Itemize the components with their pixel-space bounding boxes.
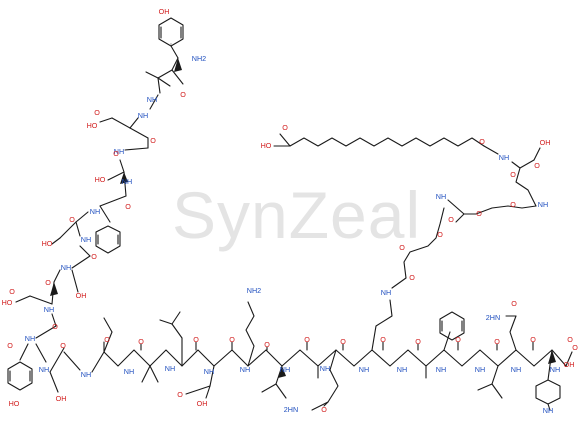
atom-label-nh2-gln2: 2HN (486, 313, 500, 322)
atom-label-o-thr2: O (91, 252, 97, 261)
atom-label-oh-tyr2: HO (9, 399, 20, 408)
atom-label-o-ala2: O (455, 335, 461, 344)
atom-label-o-phe1: O (69, 215, 75, 224)
atom-label-oh-asp2: OH (197, 399, 208, 408)
atom-label-nh-23: NH (550, 365, 560, 374)
atom-label-o-aib2: O (138, 337, 144, 346)
atom-label-o-peg2-b: O (510, 200, 516, 209)
atom-label-nh-13: NH (165, 364, 175, 373)
atom-label-nh-17: NH (320, 364, 330, 373)
atom-label-o-peg1-a: O (399, 243, 405, 252)
atom-label-o-peg2-a: O (476, 209, 482, 218)
atom-label-o-trp: O (572, 343, 578, 352)
atom-label-nh-19: NH (397, 365, 407, 374)
atom-label-nh-4: NH (122, 177, 132, 186)
atom-label-nh-3: NH (114, 147, 124, 156)
atom-label-nh-6: NH (81, 235, 91, 244)
atom-label-o-ile1: O (104, 335, 110, 344)
atom-label-o-fa-amide: O (479, 137, 485, 146)
atom-label-oh-glu-acid: HO (87, 121, 98, 130)
atom-label-o-glu-acid: O (94, 108, 100, 117)
atom-label-o-ser1: O (45, 278, 51, 287)
atom-label-nh-20: NH (436, 365, 446, 374)
atom-label-nh2-top: NH2 (192, 54, 206, 63)
atom-label-nh-22: NH (511, 365, 521, 374)
atom-label-o-ala1: O (340, 337, 346, 346)
atom-label-oh-ser2: OH (56, 394, 67, 403)
atom-label-o-gln2-amide: O (511, 299, 517, 308)
atom-label-oh-trp: OH (564, 360, 575, 369)
atom-label-o-phe2: O (494, 337, 500, 346)
atom-label-nh-16: NH (280, 365, 290, 374)
atom-label-oh-ser1: OH (76, 291, 87, 300)
atom-label-o-peg1-b: O (437, 230, 443, 239)
atom-label-nh-peg-end: NH (538, 200, 548, 209)
bonds (7, 17, 573, 411)
atom-label-o-asp2: O (229, 335, 235, 344)
atom-label-oh-tyr1: OH (159, 7, 170, 16)
atom-label-nh2-gln1: 2HN (284, 405, 298, 414)
atom-label-nh-peg-link: NH (436, 192, 446, 201)
atom-label-o-leu: O (193, 335, 199, 344)
atom-label-o-asp1-acid: O (9, 287, 15, 296)
atom-label-nh-15: NH (240, 365, 250, 374)
atom-label-nh-5: NH (90, 207, 100, 216)
atom-label-o-asp2-acid: O (177, 390, 183, 399)
atom-label-o-lys2: O (415, 337, 421, 346)
atom-label-nh-12: NH (124, 367, 134, 376)
atom-label-nh-2: NH (138, 111, 148, 120)
atom-label-nh-trp-ind: NH (543, 406, 553, 415)
atom-label-o-gln1-amide: O (321, 405, 327, 414)
atom-label-o-glu2-acid: O (534, 161, 540, 170)
atom-label-o-gln1: O (380, 335, 386, 344)
atom-label-nh-18: NH (359, 365, 369, 374)
atom-label-o-tyr2: O (7, 341, 13, 350)
atom-label-nh-21: NH (475, 365, 485, 374)
atom-label-nh-14: NH (204, 367, 214, 376)
atom-label-ho-thr1: HO (95, 175, 106, 184)
atom-label-oh-glu2: OH (540, 138, 551, 147)
atom-label-o-glu2-side: O (510, 170, 516, 179)
atom-label-nh-glu2: NH (499, 153, 509, 162)
wedges (50, 58, 556, 378)
atom-label-ho-asp1: HO (2, 298, 13, 307)
atom-label-o-peg2-co: O (448, 215, 454, 224)
atom-label-o-gln2: O (567, 335, 573, 344)
atom-label-o-ile2: O (304, 335, 310, 344)
atom-label-nh-lys2-side: NH (381, 288, 391, 297)
atom-label-nh-11: NH (81, 370, 91, 379)
watermark-text: SynZeal (172, 178, 421, 252)
atom-label-o-aib1: O (180, 90, 186, 99)
atom-label-o-val: O (530, 335, 536, 344)
atom-label-nh-1: NH (147, 95, 157, 104)
atom-label-nh-10: NH (39, 365, 49, 374)
atom-label-ho-fa: HO (261, 141, 272, 150)
atom-label-o-lys1: O (264, 340, 270, 349)
atom-label-nh-8: NH (44, 305, 54, 314)
atom-label-nh2-lys1: NH2 (247, 286, 261, 295)
atom-label-ho-thr2: HO (42, 239, 53, 248)
atom-label-nh-9: NH (25, 334, 35, 343)
atom-label-o-glu: O (150, 136, 156, 145)
atom-label-nh-7: NH (61, 263, 71, 272)
atom-label-o-peg1-co: O (409, 273, 415, 282)
atom-label-o-asp1: O (52, 322, 58, 331)
atom-label-o-ser2: O (60, 341, 66, 350)
atom-label-o-thr1: O (125, 202, 131, 211)
atom-label-o-fa-acid: O (282, 123, 288, 132)
atom-label-o-gly: O (113, 149, 119, 158)
